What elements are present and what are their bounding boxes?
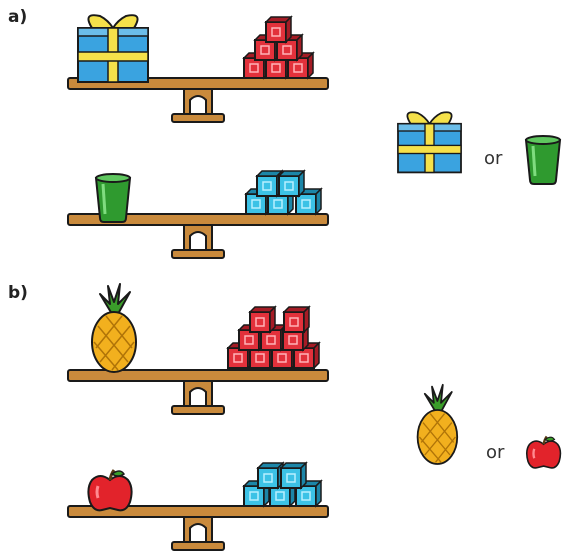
green-cup-icon bbox=[94, 172, 132, 224]
pineapple-icon bbox=[91, 283, 137, 373]
red-cube-stack bbox=[243, 16, 314, 79]
part-a-question: or bbox=[397, 111, 562, 186]
part-b-question: or bbox=[416, 383, 562, 470]
balance-beam bbox=[67, 369, 329, 415]
part-b-scale-2 bbox=[67, 462, 329, 551]
part-a-label: a) bbox=[8, 7, 27, 27]
apple-option-icon bbox=[525, 435, 562, 470]
blue-cube-stack bbox=[243, 462, 322, 507]
or-label: or bbox=[486, 442, 505, 463]
part-a-scale-1 bbox=[67, 14, 329, 123]
gift-box-option-icon bbox=[397, 111, 462, 174]
gift-box-icon bbox=[77, 14, 149, 84]
green-cup-option-icon bbox=[524, 134, 562, 186]
part-a-scale-2 bbox=[67, 170, 329, 259]
red-cube-stack bbox=[227, 306, 320, 369]
part-b-scale-1 bbox=[67, 283, 329, 415]
part-b-label: b) bbox=[8, 283, 28, 303]
balance-beam bbox=[67, 505, 329, 551]
blue-cube-stack bbox=[245, 170, 322, 215]
apple-icon bbox=[86, 468, 134, 512]
balance-beam bbox=[67, 77, 329, 123]
pineapple-option-icon bbox=[416, 383, 459, 465]
or-label: or bbox=[484, 148, 503, 169]
